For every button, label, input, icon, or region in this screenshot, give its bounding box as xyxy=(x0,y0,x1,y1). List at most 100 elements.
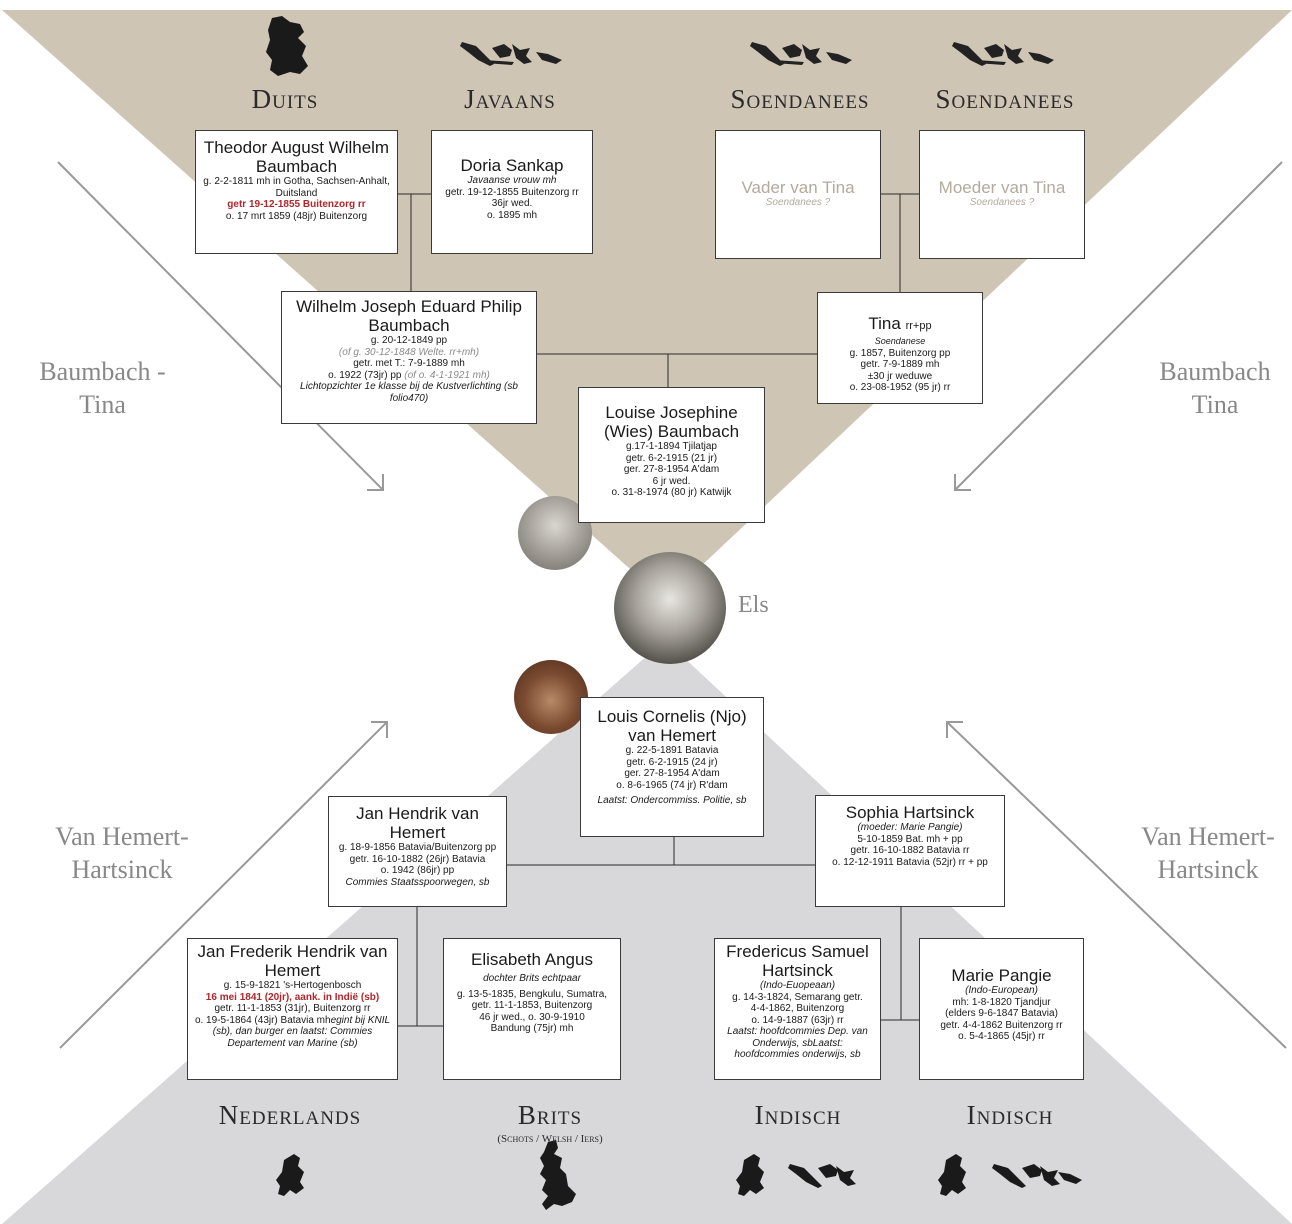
ethnicity-label-nederlands: Nederlands xyxy=(218,1100,362,1130)
person-marriage: getr. 11-1-1853 (31jr), Buitenzorg rr xyxy=(214,1003,371,1014)
person-details: (elders 9-6-1847 Batavia) xyxy=(945,1008,1058,1019)
person-details: o. 1942 (86jr) pp xyxy=(380,865,455,876)
person-name: Vader van Tina xyxy=(741,178,855,197)
person-box-moeder-tina[interactable]: Moeder van Tina Soendanees ? xyxy=(919,130,1085,259)
side-label-bottom-left: Van Hemert-Hartsinck xyxy=(55,822,189,884)
person-details: getr. 11-1-1853, Buitenzorg xyxy=(471,1000,593,1011)
person-origin: (Indo-Euopeaan) xyxy=(759,980,836,991)
person-details: getr. 19-12-1855 Buitenzorg rr xyxy=(445,186,579,198)
person-details: Bandung (75jr) mh xyxy=(490,1023,574,1034)
person-name: Jan Hendrik van Hemert xyxy=(356,804,479,842)
person-details: 5-10-1859 Bat. mh + pp xyxy=(857,833,963,845)
person-origin: Soendanese xyxy=(874,336,926,346)
person-details: ±30 jr weduwe xyxy=(867,370,933,382)
germany-map-icon xyxy=(266,16,308,76)
person-marriage: getr 19-12-1855 Buitenzorg rr xyxy=(227,199,366,210)
person-box-vader-tina[interactable]: Vader van Tina Soendanees ? xyxy=(715,130,881,259)
person-box-marie[interactable]: Marie Pangie (Indo-European) mh: 1-8-182… xyxy=(919,938,1084,1080)
person-birth-alt: (of g. 30-12-1848 Welte. rr+mh) xyxy=(338,346,480,358)
ethnicity-label-indisch-1: Indisch xyxy=(754,1100,842,1130)
person-details: 36jr wed. xyxy=(491,198,533,209)
person-details: 46 jr wed., o. 30-9-1910 xyxy=(479,1011,585,1023)
person-name: Marie Pangie xyxy=(951,966,1052,985)
person-name: Louise Josephine (Wies) Baumbach xyxy=(603,403,740,441)
photo-louis xyxy=(514,660,588,734)
person-name: Fredericus Samuel Hartsinck xyxy=(726,942,869,980)
arrow-top-left xyxy=(57,161,384,491)
netherlands-map-icon xyxy=(276,1154,304,1196)
person-occupation: Commies Staatsspoorwegen, sb xyxy=(345,876,490,888)
person-death: o. 1922 (73jr) pp (of o. 4-1-1921 mh) xyxy=(328,369,490,381)
person-name: Jan Frederik Hendrik van Hemert xyxy=(197,942,388,980)
ethnicity-sublabel-brits: (Schots / Welsh / Iers) xyxy=(497,1133,603,1145)
person-details: o. 23-08-1952 (95 jr) rr xyxy=(849,382,951,393)
person-name: Elisabeth Angus xyxy=(471,950,593,969)
person-details: mh: 1-8-1820 Tjandjur xyxy=(952,996,1051,1008)
netherlands-indonesia-map-icon-2 xyxy=(938,1154,1082,1196)
person-box-doria[interactable]: Doria Sankap Javaanse vrouw mh getr. 19-… xyxy=(431,130,593,254)
netherlands-indonesia-map-icon-1 xyxy=(736,1154,856,1196)
person-details: o. 31-8-1974 (80 jr) Katwijk xyxy=(611,487,732,498)
ethnicity-label-duits: Duits xyxy=(251,84,319,114)
person-details: g. 14-3-1824, Semarang getr. xyxy=(732,991,863,1003)
britain-map-icon xyxy=(540,1140,576,1210)
person-birth: g. 15-9-1821 's-Hertogenbosch xyxy=(223,980,362,991)
arrow-bottom-left xyxy=(59,721,388,1049)
person-origin: Soendanees ? xyxy=(765,197,831,208)
person-details: getr. 16-10-1882 Batavia rr xyxy=(850,845,970,856)
person-details: g. 2-2-1811 mh in Gotha, Sachsen-Anhalt,… xyxy=(203,176,390,199)
person-details: getr. 7-9-1889 mh xyxy=(860,359,940,370)
ethnicity-label-javaans: Javaans xyxy=(464,84,556,114)
person-box-louise[interactable]: Louise Josephine (Wies) Baumbach g.17-1-… xyxy=(578,387,765,523)
arrow-bottom-right xyxy=(946,721,1287,1049)
person-box-jan-frederik[interactable]: Jan Frederik Hendrik van Hemert g. 15-9-… xyxy=(187,938,398,1080)
person-details: o. 1895 mh xyxy=(486,209,538,221)
person-name: Theodor August Wilhelm Baumbach xyxy=(203,138,390,176)
person-box-tina[interactable]: Tina rr+pp Soendanese g. 1857, Buitenzor… xyxy=(817,292,983,404)
side-label-top-left: Baumbach -Tina xyxy=(39,357,166,419)
person-name: Tina rr+pp xyxy=(868,314,932,333)
person-box-theodor[interactable]: Theodor August Wilhelm Baumbach g. 2-2-1… xyxy=(195,130,398,254)
person-details: o. 5-4-1865 (45jr) rr xyxy=(958,1031,1045,1042)
person-death: o. 19-5-1864 (43jr) Batavia mhegint bij … xyxy=(194,1014,391,1049)
person-details: o. 14-9-1887 (63jr) rr xyxy=(751,1014,844,1026)
person-details: getr. 4-4-1862 Buitenzorg rr xyxy=(940,1019,1063,1031)
indonesia-map-icon-javaans xyxy=(460,42,562,66)
person-occupation: Laatst: Ondercommiss. Politie, sb xyxy=(597,795,747,806)
person-name: Sophia Hartsinck xyxy=(845,803,975,822)
person-marriage: getr. met T.: 7-9-1889 mh xyxy=(353,358,465,369)
person-box-fredericus[interactable]: Fredericus Samuel Hartsinck (Indo-Euopea… xyxy=(714,938,881,1080)
indonesia-map-icon-soendanees-2 xyxy=(952,42,1054,66)
person-details: 6 jr wed. xyxy=(652,475,691,487)
indonesia-map-icon-soendanees-1 xyxy=(750,42,852,66)
person-name: Wilhelm Joseph Eduard Philip Baumbach xyxy=(296,297,522,335)
person-box-wilhelm[interactable]: Wilhelm Joseph Eduard Philip Baumbach g.… xyxy=(281,291,537,424)
person-box-elisabeth[interactable]: Elisabeth Angus dochter Brits echtpaar g… xyxy=(443,938,621,1080)
person-details: o. 8-6-1965 (74 jr) R'dam xyxy=(616,779,728,791)
ethnicity-label-indisch-2: Indisch xyxy=(966,1100,1054,1130)
photo-els xyxy=(614,552,726,664)
person-details: 4-4-1862, Buitenzorg xyxy=(750,1003,845,1014)
person-birth: g. 20-12-1849 pp xyxy=(370,335,448,346)
person-origin: Javaanse vrouw mh xyxy=(467,175,557,186)
person-box-louis[interactable]: Louis Cornelis (Njo) van Hemert g. 22-5-… xyxy=(580,697,764,837)
person-box-sophia[interactable]: Sophia Hartsinck (moeder: Marie Pangie) … xyxy=(815,795,1005,907)
person-box-jan-hendrik[interactable]: Jan Hendrik van Hemert g. 18-9-1856 Bata… xyxy=(328,796,507,907)
person-origin: Soendanees ? xyxy=(969,197,1035,208)
person-details: getr. 6-2-1915 (24 jr) xyxy=(626,756,718,768)
person-details: o. 12-12-1911 Batavia (52jr) rr + pp xyxy=(832,856,988,868)
center-name-els: Els xyxy=(738,592,769,618)
person-name: Moeder van Tina xyxy=(938,178,1066,197)
person-origin: dochter Brits echtpaar xyxy=(483,973,581,984)
person-details: g. 22-5-1891 Batavia xyxy=(625,745,719,756)
person-details: g.17-1-1894 Tjilatjap xyxy=(626,441,717,452)
person-mother: (moeder: Marie Pangie) xyxy=(857,822,963,833)
arrow-top-right xyxy=(954,161,1283,491)
person-details: ger. 27-8-1954 A'dam xyxy=(624,768,720,779)
person-details: g. 18-9-1856 Batavia/Buitenzorg pp xyxy=(338,842,497,853)
ethnicity-label-soendanees-2: Soendanees xyxy=(935,84,1075,114)
person-details: g. 1857, Buitenzorg pp xyxy=(849,347,951,359)
side-label-bottom-right: Van Hemert-Hartsinck xyxy=(1141,822,1275,884)
person-details: ger. 27-8-1954 A'dam xyxy=(623,464,720,475)
